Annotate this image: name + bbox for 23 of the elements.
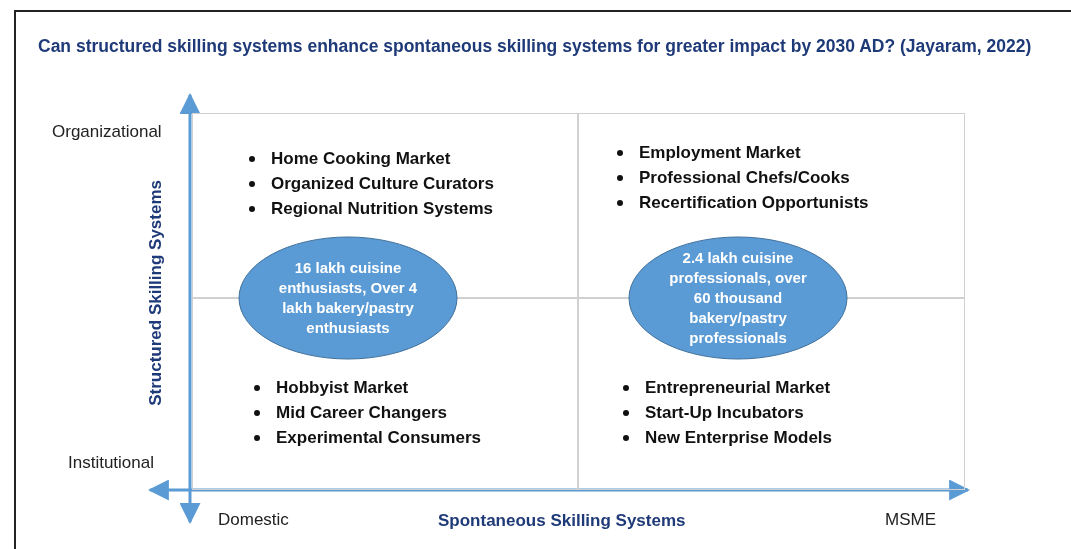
bullet-item: Start-Up Incubators <box>645 400 833 425</box>
ellipse <box>628 236 848 360</box>
bullet-item: Employment Market <box>639 140 869 165</box>
bullet-item: Recertification Opportunists <box>639 190 869 215</box>
bullet-item: Regional Nutrition Systems <box>271 196 494 221</box>
title: Can structured skilling systems enhance spontaneous skilling systems for greater impact by 2030 AD? (Jayaram, 2022) <box>38 36 1032 57</box>
bullet-item: Entrepreneurial Market <box>645 375 833 400</box>
bullet-item: Mid Career Changers <box>276 400 481 425</box>
axis-end-label: Domestic <box>218 510 289 530</box>
bullet-item: Experimental Consumers <box>276 425 481 450</box>
bullet-item: New Enterprise Models <box>645 425 833 450</box>
ellipse-text: 16 lakh cuisine enthusiasts, Over 4 lakh bakery/pastry enthusiasts <box>277 258 419 338</box>
bullet-item: Organized Culture Curators <box>271 171 494 196</box>
bullet-item: Hobbyist Market <box>276 375 481 400</box>
ellipse-text: 2.4 lakh cuisine professionals, over 60 thousand bakery/pastry professionals <box>668 248 808 348</box>
axis-end-label: Organizational <box>52 122 162 142</box>
axis-title: Spontaneous Skilling Systems <box>438 511 686 531</box>
axis-title: Structured Skilling Systems <box>146 180 166 406</box>
axis-end-label: MSME <box>885 510 936 530</box>
bullet-item: Home Cooking Market <box>271 146 494 171</box>
axis-end-label: Institutional <box>68 453 154 473</box>
bullet-item: Professional Chefs/Cooks <box>639 165 869 190</box>
ellipse <box>238 236 458 360</box>
